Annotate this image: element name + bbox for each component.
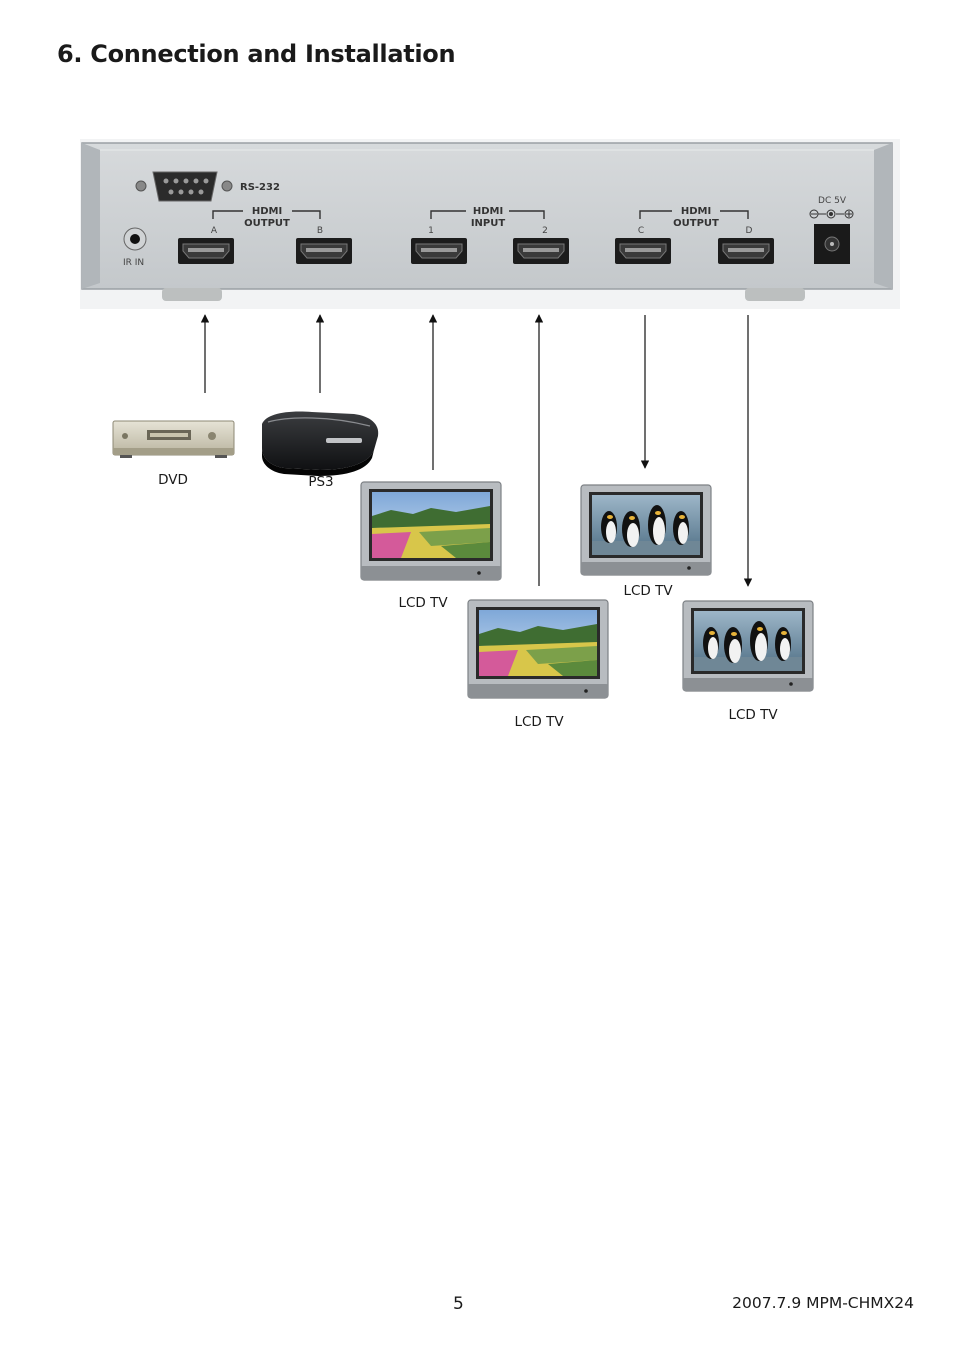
port-1-label: 1 [428, 226, 434, 236]
document-info: 2007.7.9 MPM-CHMX24 [732, 1294, 914, 1312]
hdmi-output-b-port [296, 238, 352, 264]
lcd-tv-2-image [468, 600, 608, 698]
rubber-foot [745, 288, 805, 301]
dc-label: DC 5V [818, 196, 847, 206]
lcd-tv-4-label: LCD TV [728, 707, 778, 723]
rs232-label: RS-232 [240, 182, 280, 193]
dc-power-jack [814, 224, 850, 264]
port-2-label: 2 [542, 226, 548, 236]
ir-in-jack [124, 228, 146, 250]
lcd-tv-2-label: LCD TV [514, 714, 564, 730]
hdmi-output-c-port [615, 238, 671, 264]
hdmi-output-a-port [178, 238, 234, 264]
group2-line1: HDMI [473, 206, 503, 217]
port-d-label: D [746, 226, 753, 236]
hdmi-input-1-port [411, 238, 467, 264]
hdmi-input-2-port [513, 238, 569, 264]
group3-line1: HDMI [681, 206, 711, 217]
port-c-label: C [638, 226, 644, 236]
rubber-foot [162, 288, 222, 301]
ir-in-label: IR IN [123, 258, 144, 268]
ps3-label: PS3 [308, 474, 333, 490]
lcd-tv-1-image [361, 482, 501, 580]
lcd-tv-3-label: LCD TV [623, 583, 673, 599]
group3-line2: OUTPUT [673, 218, 719, 229]
lcd-tv-4-image [683, 601, 813, 691]
group2-line2: INPUT [471, 218, 506, 229]
matrix-switch-back-panel: RS-232 IR IN HDMI OUTPUT A B HDMI INPUT … [80, 139, 900, 309]
dvd-player-image [113, 421, 234, 458]
page-number: 5 [453, 1294, 464, 1314]
port-a-label: A [211, 226, 218, 236]
dvd-label: DVD [158, 472, 188, 488]
group1-line1: HDMI [252, 206, 282, 217]
lcd-tv-3-image [581, 485, 711, 575]
lcd-tv-1-label: LCD TV [398, 595, 448, 611]
port-b-label: B [317, 226, 323, 236]
ps3-console-image [262, 412, 378, 477]
group1-line2: OUTPUT [244, 218, 290, 229]
hdmi-output-d-port [718, 238, 774, 264]
